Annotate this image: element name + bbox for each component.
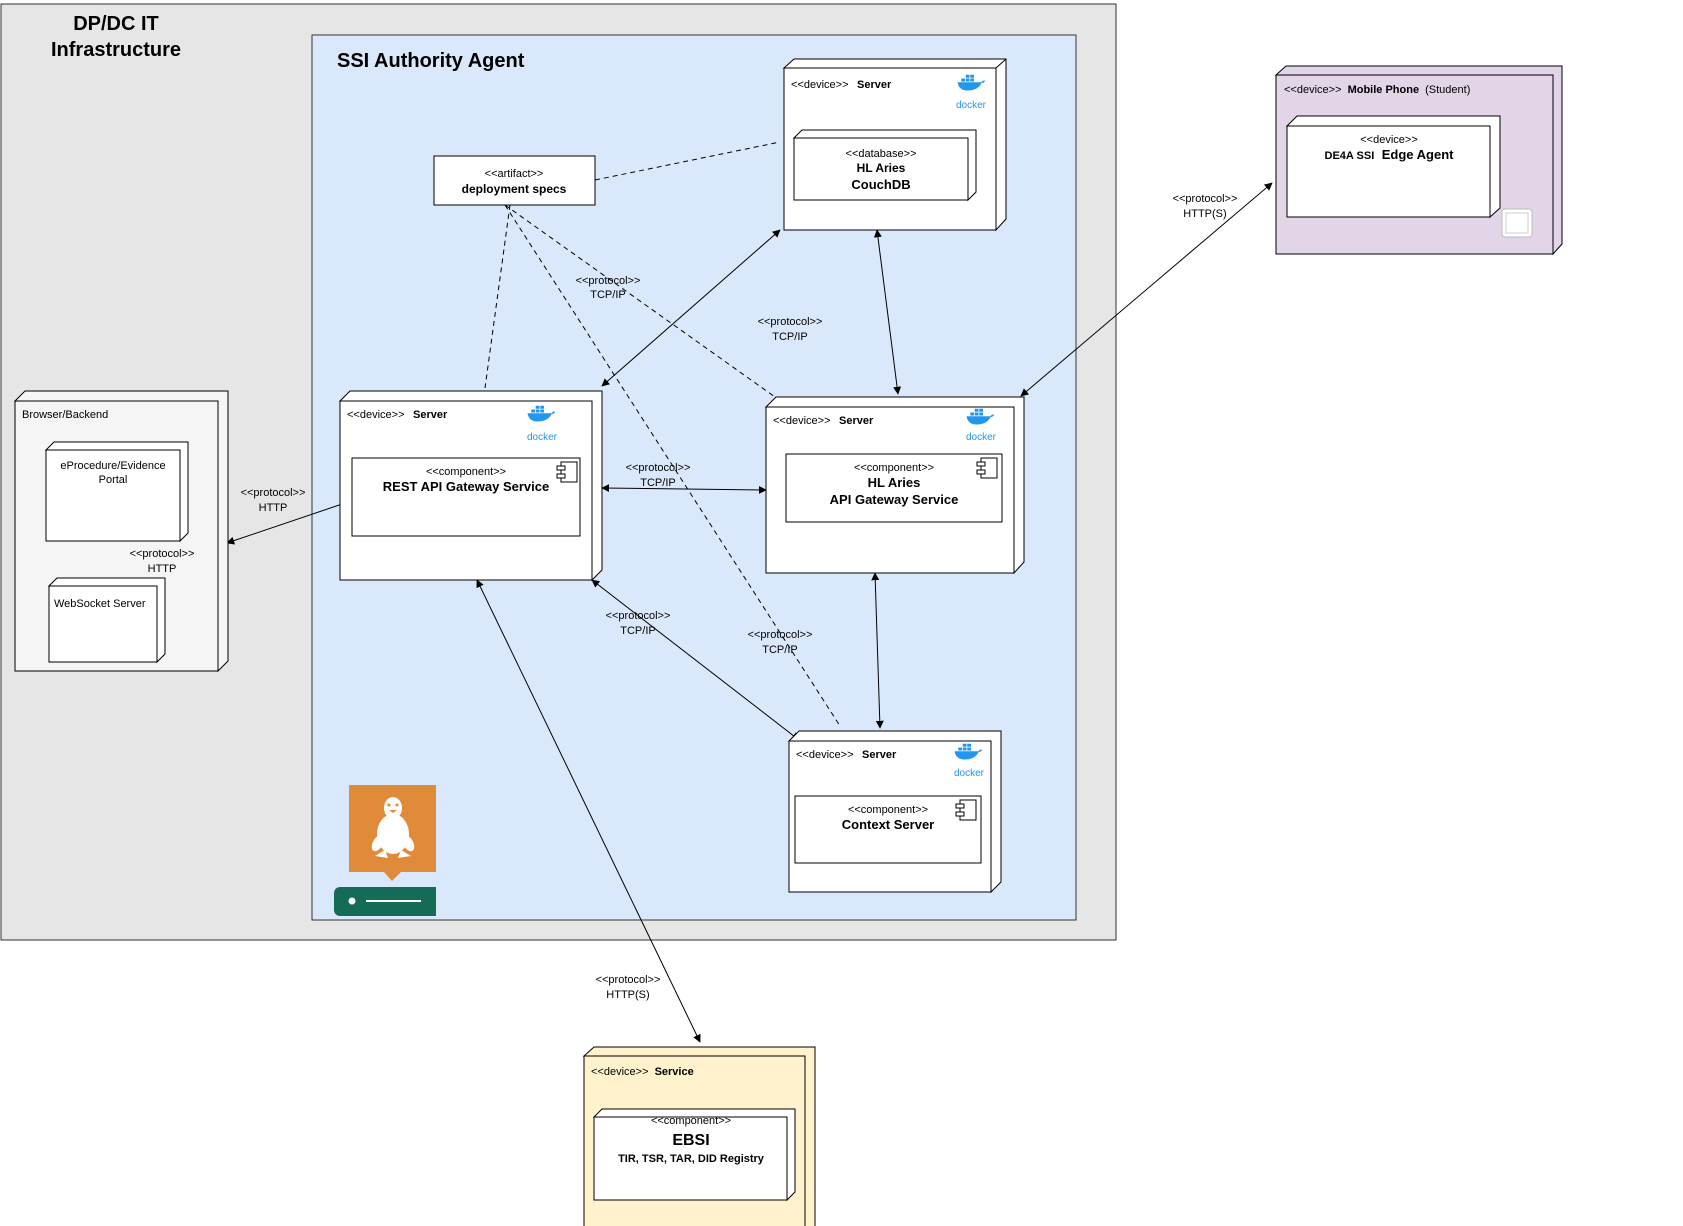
edge-agent-device[interactable]: [1286, 125, 1491, 218]
database-line2: CouchDB: [851, 177, 910, 192]
rest-server-node[interactable]: <<device>> Server docker <<component>> R…: [338, 390, 603, 582]
rest-node-stereotype: <<device>>: [347, 409, 405, 421]
mobile-protocol-label: <<protocol>> HTTP(S): [1173, 193, 1238, 220]
couchdb-database[interactable]: [793, 137, 969, 201]
component-stereotype: <<component>>: [854, 462, 934, 474]
docker-label: docker: [956, 100, 987, 111]
component-stereotype: <<component>>: [848, 804, 928, 816]
svg-text:<<protocol>>: <<protocol>>: [596, 974, 661, 986]
browser-backend-title: Browser/Backend: [22, 409, 108, 421]
mobile-device-icon: [1501, 208, 1533, 238]
ebsi-stereotype: <<component>>: [651, 1115, 731, 1127]
svg-text:TCP/IP: TCP/IP: [590, 289, 625, 301]
mobile-node-label: <<device>> Mobile Phone (Student): [1284, 84, 1470, 96]
websocket-label: WebSocket Server: [54, 598, 146, 610]
svg-text:<<protocol>>: <<protocol>>: [606, 610, 671, 622]
artifact-to-couchdb-link: [594, 141, 781, 181]
svg-text:HTTP(S): HTTP(S): [1183, 208, 1226, 220]
hl-api-gateway-component[interactable]: [785, 453, 1003, 523]
artifact-to-rest-link: [484, 204, 511, 389]
hl-node-stereotype: <<device>>: [773, 415, 831, 427]
websocket-server[interactable]: [48, 585, 158, 663]
ssi-authority-agent-title: SSI Authority Agent: [337, 50, 525, 72]
docker-label: docker: [527, 432, 558, 443]
protocol-labels: <<protocol>> TCP/IP <<protocol>> TCP/IP …: [130, 193, 1238, 1001]
docker-label: docker: [966, 432, 997, 443]
rest-node-name: Server: [413, 409, 448, 421]
component-stereotype: <<component>>: [426, 466, 506, 478]
component-name: REST API Gateway Service: [383, 479, 549, 494]
svg-text:<<protocol>>: <<protocol>>: [626, 462, 691, 474]
hl-to-context-link: [871, 572, 884, 729]
rest-hl-protocol-label: <<protocol>> TCP/IP: [626, 462, 691, 489]
rest-context-protocol-label: <<protocol>> TCP/IP: [606, 610, 671, 637]
svg-text:<<protocol>>: <<protocol>>: [1173, 193, 1238, 205]
rest-to-hl-link: [601, 484, 767, 494]
portal-line1: eProcedure/Evidence: [60, 460, 165, 472]
ebsi-protocol-label: <<protocol>> HTTP(S): [596, 974, 661, 1001]
couchdb-server-node[interactable]: <<device>> Server docker <<database>> HL…: [782, 58, 1007, 232]
linux-server-icon: [334, 785, 436, 916]
context-server-node[interactable]: <<device>> Server docker <<component>> C…: [787, 730, 1002, 894]
infrastructure-title: DP/DC IT: [73, 13, 159, 35]
svg-text:HTTP: HTTP: [148, 563, 177, 575]
svg-text:TCP/IP: TCP/IP: [640, 477, 675, 489]
hl-to-mobile-link: [1020, 182, 1273, 397]
ebsi-service-node[interactable]: <<device>> Service <<component>> EBSI TI…: [582, 1046, 816, 1226]
component-icon: [556, 461, 578, 483]
mobile-phone-node[interactable]: <<device>> Mobile Phone (Student) <<devi…: [1274, 65, 1563, 256]
svg-text:HTTP: HTTP: [259, 502, 288, 514]
ebsi-name: EBSI: [672, 1132, 709, 1149]
artifact-stereotype: <<artifact>>: [485, 168, 544, 180]
svg-text:<<protocol>>: <<protocol>>: [130, 548, 195, 560]
docker-label: docker: [954, 768, 985, 779]
svg-text:TCP/IP: TCP/IP: [762, 644, 797, 656]
couch-hl-protocol-label: <<protocol>> TCP/IP: [758, 316, 823, 343]
svg-text:<<protocol>>: <<protocol>>: [576, 275, 641, 287]
rest-api-gateway-component[interactable]: [351, 457, 581, 537]
component-icon: [976, 457, 998, 479]
component-icon: [955, 799, 977, 821]
hl-aries-server-node[interactable]: <<device>> Server docker <<component>> H…: [764, 396, 1025, 575]
rest-to-couchdb-link: [601, 229, 781, 387]
evidence-portal[interactable]: [45, 449, 181, 542]
portal-line2: Portal: [99, 474, 128, 486]
ebsi-subtitle: TIR, TSR, TAR, DID Registry: [618, 1153, 765, 1165]
database-stereotype: <<database>>: [846, 148, 917, 160]
context-node-name: Server: [862, 749, 897, 761]
component-name: Context Server: [842, 817, 934, 832]
svg-text:<<protocol>>: <<protocol>>: [758, 316, 823, 328]
context-node-stereotype: <<device>>: [796, 749, 854, 761]
infrastructure-title-line2: Infrastructure: [51, 39, 181, 61]
svg-text:<<protocol>>: <<protocol>>: [748, 629, 813, 641]
artifact-context-protocol-label: <<protocol>> TCP/IP: [748, 629, 813, 656]
database-line1: HL Aries: [857, 161, 906, 175]
couchdb-node-name: Server: [857, 79, 892, 91]
edge-agent-stereotype: <<device>>: [1360, 134, 1418, 146]
browser-to-rest-link: [226, 498, 355, 545]
browser-rest-protocol-label: <<protocol>> HTTP: [241, 487, 306, 514]
svg-text:HTTP(S): HTTP(S): [606, 989, 649, 1001]
browser-backend-node[interactable]: Browser/Backend eProcedure/Evidence Port…: [13, 390, 229, 673]
ebsi-component[interactable]: [593, 1116, 788, 1201]
context-server-component[interactable]: [794, 795, 982, 864]
rest-to-ebsi-link: [476, 579, 701, 1043]
couchdb-to-hl-link: [873, 229, 902, 395]
svg-text:<<protocol>>: <<protocol>>: [241, 487, 306, 499]
artifact-protocol-label: <<protocol>> TCP/IP: [576, 275, 641, 301]
portal-ws-protocol-label: <<protocol>> HTTP: [130, 548, 195, 575]
artifact-name: deployment specs: [462, 182, 567, 196]
hl-node-name: Server: [839, 415, 874, 427]
couchdb-node-stereotype: <<device>>: [791, 79, 849, 91]
component-line1: HL Aries: [868, 475, 921, 490]
deployment-specs-artifact[interactable]: <<artifact>> deployment specs: [433, 155, 596, 206]
edge-agent-name: DE4A SSI Edge Agent: [1325, 146, 1455, 163]
svg-text:TCP/IP: TCP/IP: [772, 331, 807, 343]
component-line2: API Gateway Service: [830, 492, 959, 507]
svg-text:TCP/IP: TCP/IP: [620, 625, 655, 637]
ebsi-node-label: <<device>> Service: [591, 1066, 694, 1078]
